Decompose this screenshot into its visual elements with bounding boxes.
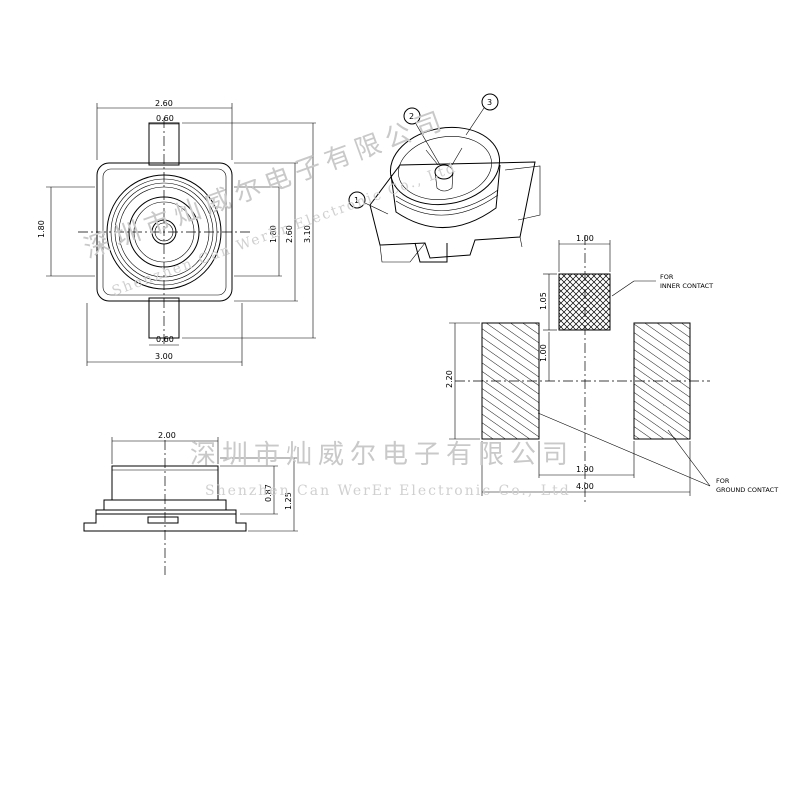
dim-pad-gap: 1.00 (539, 344, 548, 362)
dim-overall-top-width: 2.60 (155, 99, 173, 108)
callout-3: 3 (487, 98, 492, 107)
dim-pad-width: 1.00 (576, 234, 594, 243)
dim-ground-gap: 1.90 (576, 465, 594, 474)
note-ground-line2: GROUND CONTACT (716, 486, 778, 494)
dim-right-outer-height: 3.10 (303, 225, 312, 243)
iso-view: 2 3 1 (348, 93, 541, 263)
dim-right-mid-height: 2.60 (285, 225, 294, 243)
note-inner-line1: FOR (660, 273, 674, 281)
dim-top-tab-width: 0.60 (156, 114, 174, 123)
footprint: 1.00 1.05 1.00 2.20 1.90 4.00 FOR INNER … (445, 234, 778, 505)
watermark-cn-horizontal: 深圳市灿威尔电子有限公司 (190, 440, 574, 470)
dim-pad-height: 1.05 (539, 292, 548, 310)
dim-right-inner-height: 1.80 (269, 225, 278, 243)
dim-total-width: 4.00 (576, 482, 594, 491)
callout-1: 1 (354, 196, 359, 205)
inner-contact-pad (558, 273, 611, 331)
note-ground-line1: FOR (716, 477, 730, 485)
dim-ground-height: 2.20 (445, 370, 454, 388)
callout-2: 2 (409, 112, 414, 121)
dim-side-total-height: 1.25 (284, 492, 293, 510)
dim-bottom-tab-width: 0.60 (156, 335, 174, 344)
dim-left-height: 1.80 (37, 220, 46, 238)
dim-side-body-height: 0.87 (264, 484, 273, 502)
top-view: 2.60 0.60 1.80 1.80 2.60 3.10 0.60 3.00 (37, 99, 316, 366)
watermark-en-horizontal: Shenzhen Can WerEr Electronic Co., Ltd (205, 483, 571, 499)
note-inner-line2: INNER CONTACT (660, 282, 713, 290)
dim-side-top-width: 2.00 (158, 431, 176, 440)
dim-bottom-width: 3.00 (155, 352, 173, 361)
side-view: 2.00 0.87 1.25 (83, 431, 298, 575)
